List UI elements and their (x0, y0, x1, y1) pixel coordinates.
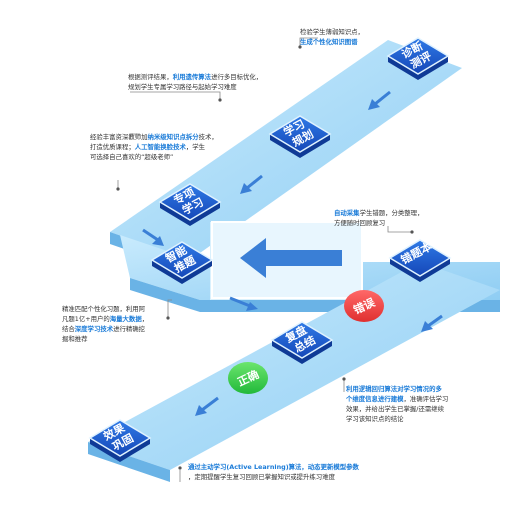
tile-study-face (158, 183, 222, 221)
note-study-line3: 可选择自己喜欢的“超级老师” (90, 153, 174, 161)
note-review: 利用逻辑回归算法对学习情况的多 个维度信息进行建模，准确评估学习 效果，并给出学… (346, 384, 506, 424)
note-plan: 根据测评结果，利用遗传算法进行多目标优化， 规划学生专属学习路径与起始学习难度 (128, 72, 328, 92)
note-consolidate: 通过主动学习(Active Learning)算法，动态更新模型参数 ，定期提醒… (188, 462, 488, 482)
note-push-line2b: ， (141, 315, 149, 323)
center-arrow-left-icon (240, 238, 342, 278)
badge-correct: 正确 (228, 362, 268, 394)
note-diagnose-line1: 检验学生薄弱知识点， (300, 28, 364, 36)
note-diagnose: 检验学生薄弱知识点， 生成个性化知识图谱 (300, 27, 420, 47)
note-wrongbook-line1-highlight: 自动采集 (334, 209, 360, 217)
note-wrongbook-line1b: 学生错题，分类整理， (359, 209, 424, 217)
note-review-line2-highlight: 个维度信息进行建模 (346, 395, 404, 403)
note-wrongbook-line2: 方便随时回顾复习 (334, 219, 386, 227)
tile-plan-side (270, 134, 330, 158)
arrow-down-left-icon (195, 396, 219, 416)
note-push-line2a: 凡题1亿+用户的 (62, 315, 110, 323)
note-consolidate-line2: ，定期提醒学生复习回顾已掌握知识或提升练习难度 (188, 473, 335, 481)
center-arrow-panel (211, 221, 363, 299)
arrow-down-left-icon (240, 174, 263, 194)
note-study-line1-highlight: 纳米级知识点拆分 (147, 133, 199, 141)
note-study-line1b: 技术， (198, 133, 218, 141)
tile-push-face (150, 241, 214, 279)
tile-consolidate-face (88, 419, 152, 457)
note-study-line1a: 经验丰富资深教师加 (90, 133, 148, 141)
note-diagnose-line2: 生成个性化知识图谱 (300, 38, 358, 46)
note-review-line2b: ，准确评估学习 (403, 395, 449, 403)
arrow-down-right-icon (142, 228, 164, 246)
arrow-down-left-icon (421, 314, 443, 332)
tile-diagnose-side (388, 56, 448, 80)
note-review-line1-highlight: 利用逻辑回归算法对学习情况的多 (346, 385, 442, 393)
note-push-line2-highlight: 海量大数据 (109, 315, 142, 323)
flow-arrows (142, 90, 443, 416)
tile-review-face (270, 321, 334, 359)
note-plan-line2: 规划学生专属学习路径与起始学习难度 (128, 83, 237, 91)
note-study-line2a: 打造优质课程； (90, 143, 135, 151)
note-study-line2b: ，学生 (185, 143, 206, 151)
note-plan-line1-highlight: 利用遗传算法 (172, 73, 212, 81)
tile-study-side (160, 202, 220, 226)
note-study: 经验丰富资深教师加纳米级知识点拆分技术， 打造优质课程；人工智能换脸技术，学生 … (90, 132, 270, 162)
note-push-line3a: 结合 (62, 325, 75, 333)
note-push-line3-highlight: 深度学习技术 (74, 325, 114, 333)
tile-wrongbook-face (388, 239, 452, 277)
leader-lines (116, 37, 414, 482)
tile-plan-face (268, 115, 332, 153)
note-push-line4: 掘和推荐 (62, 335, 88, 343)
tile-wrongbook: 错题本 (388, 239, 452, 282)
tile-diagnose-face (386, 37, 450, 75)
note-study-line2-highlight: 人工智能换脸技术 (134, 143, 186, 151)
path-lower-top (88, 262, 500, 470)
note-review-line3: 效果，并给出学生已掌握/还需继续 (346, 405, 445, 413)
note-consolidate-line1-highlight: 通过主动学习(Active Learning)算法，动态更新模型参数 (188, 463, 359, 471)
note-push-line3b: 进行精确挖 (113, 325, 146, 333)
note-plan-line1a: 根据测评结果， (128, 73, 173, 81)
note-wrongbook: 自动采集学生错题，分类整理， 方便随时回顾复习 (334, 208, 474, 228)
note-push: 精准匹配个性化习题，利用阿 凡题1亿+用户的海量大数据， 结合深度学习技术进行精… (62, 304, 192, 344)
tile-push-side (152, 260, 212, 284)
tile-wrongbook-side (390, 258, 450, 282)
arrow-right-icon (229, 296, 258, 311)
tile-review-side (272, 340, 332, 364)
badge-wrong: 错误 (344, 290, 384, 322)
tile-consolidate-side (90, 438, 150, 462)
note-push-line1: 精准匹配个性化习题，利用阿 (62, 305, 146, 313)
note-review-line4: 学习该知识点的结论 (346, 415, 404, 423)
arrow-down-left-icon (368, 90, 391, 110)
note-plan-line1b: 进行多目标优化， (211, 73, 263, 81)
